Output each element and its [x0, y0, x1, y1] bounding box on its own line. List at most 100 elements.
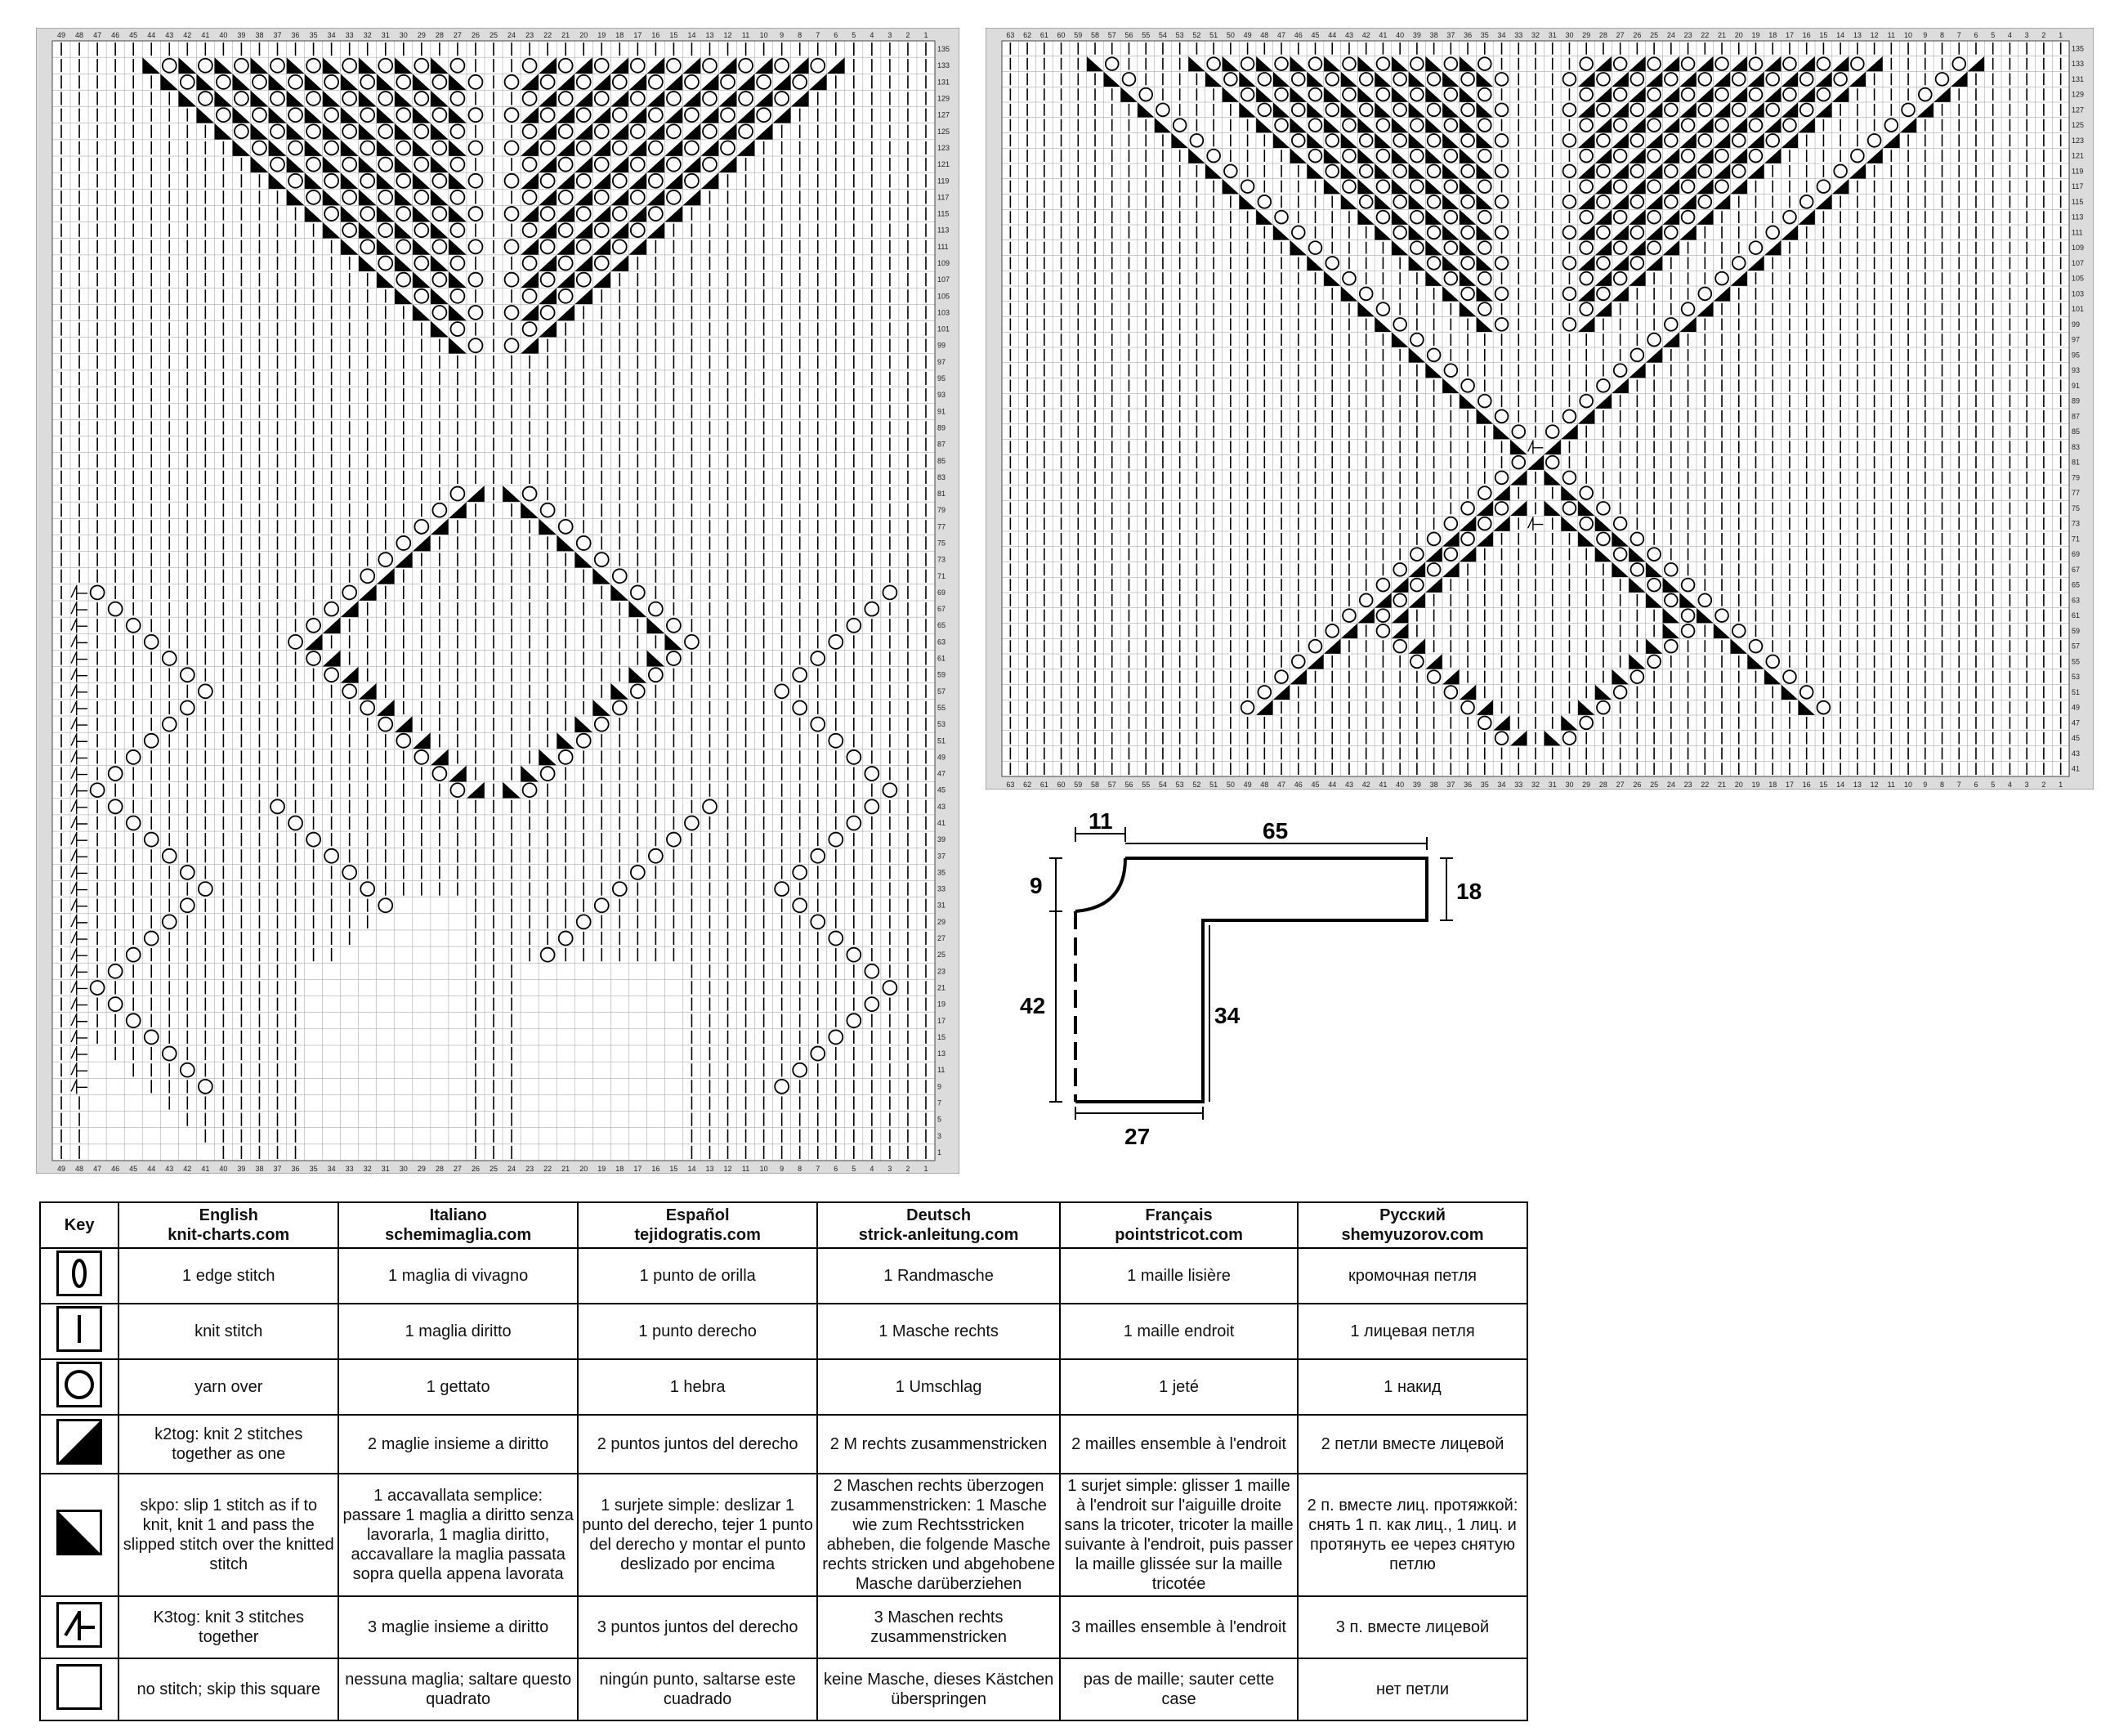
yarn-over	[1410, 118, 1424, 132]
yarn-over	[449, 222, 466, 239]
row-number-label: 65	[937, 621, 946, 629]
col-number-label: 22	[543, 31, 552, 39]
yarn-over	[503, 305, 520, 320]
k2tog	[557, 271, 575, 289]
skpo	[250, 90, 269, 107]
k2tog	[610, 156, 629, 173]
yarn-over	[648, 107, 664, 123]
yarn-over	[1866, 133, 1882, 148]
yarn-over	[342, 123, 358, 140]
yarn-over	[756, 74, 771, 90]
yarn-over	[575, 107, 592, 123]
col-number-label: 31	[1549, 781, 1557, 789]
col-number-label: 13	[705, 31, 713, 39]
yarn-over	[1308, 56, 1323, 71]
yarn-over	[1156, 102, 1170, 118]
yarn-over	[1460, 378, 1475, 393]
yarn-over	[1460, 133, 1475, 148]
yarn-over	[1850, 148, 1865, 163]
yarn-over	[1308, 240, 1323, 255]
yarn-over	[1172, 118, 1187, 132]
skpo	[1459, 117, 1477, 133]
yarn-over	[774, 881, 790, 897]
yarn-over	[629, 91, 646, 106]
row-number-label: 135	[937, 45, 950, 53]
yarn-over	[792, 1062, 808, 1078]
skpo	[539, 749, 557, 766]
col-number-label: 19	[597, 31, 606, 39]
col-number-label: 10	[760, 31, 768, 39]
yarn-over	[1782, 56, 1797, 71]
skpo	[1442, 194, 1460, 210]
yarn-over	[306, 831, 321, 848]
k2tog	[1781, 132, 1799, 149]
col-number-label: 32	[1531, 31, 1540, 39]
row-number-label: 109	[2072, 244, 2084, 252]
col-number-label: 63	[1006, 781, 1014, 789]
row-number-label: 61	[937, 655, 946, 663]
row-number-label: 3	[937, 1132, 941, 1140]
skpo	[1086, 56, 1104, 72]
yarn-over	[539, 74, 556, 90]
yarn-over	[1612, 56, 1628, 71]
k2tog	[592, 106, 611, 123]
row-number-label: 29	[937, 918, 946, 926]
skpo	[610, 682, 629, 700]
yarn-over	[1342, 148, 1357, 163]
yarn-over	[1612, 87, 1628, 102]
yarn-over	[864, 799, 880, 815]
yarn-over	[360, 140, 376, 156]
col-number-label: 36	[292, 1165, 300, 1173]
k2tog	[557, 238, 575, 255]
row-number-label: 99	[2072, 320, 2080, 329]
k3tog	[70, 1013, 88, 1028]
yarn-over	[1223, 163, 1238, 179]
yarn-over	[738, 91, 753, 106]
skpo	[178, 90, 197, 107]
row-number-label: 79	[937, 506, 946, 514]
yarn-over	[1494, 225, 1509, 240]
yarn-over	[1358, 102, 1374, 118]
yarn-over	[666, 156, 682, 172]
k2tog	[736, 106, 755, 123]
yarn-over	[288, 172, 303, 189]
yarn-over	[1748, 148, 1764, 163]
yarn-over	[810, 914, 826, 930]
skpo	[250, 156, 269, 173]
col-number-label: 15	[1819, 781, 1827, 789]
row-number-label: 43	[937, 803, 946, 811]
col-number-label: 21	[561, 31, 570, 39]
yarn-over	[467, 107, 484, 123]
row-number-label: 111	[2072, 228, 2083, 236]
col-number-label: 21	[1718, 781, 1726, 789]
yarn-over	[1731, 163, 1746, 179]
skpo	[1340, 132, 1358, 149]
yarn-over	[684, 107, 700, 123]
yarn-over	[557, 156, 574, 172]
skpo	[1459, 178, 1477, 195]
k2tog	[1798, 117, 1816, 133]
yarn-over	[342, 584, 358, 601]
col-number-label: 57	[1108, 31, 1116, 39]
skpo	[412, 139, 431, 157]
col-number-label: 39	[1413, 31, 1421, 39]
k2tog	[718, 123, 737, 140]
col-number-label: 9	[1923, 31, 1927, 39]
k2tog	[1662, 56, 1680, 72]
col-number-label: 23	[525, 31, 534, 39]
yarn-over	[684, 172, 700, 189]
k2tog	[466, 485, 485, 503]
skpo	[1459, 301, 1477, 317]
yarn-over	[575, 74, 592, 90]
k2tog	[646, 57, 665, 74]
yarn-over	[252, 107, 267, 123]
skpo	[646, 617, 665, 634]
yarn-over	[1410, 179, 1424, 194]
k2tog	[557, 106, 575, 123]
k2tog	[610, 189, 629, 206]
yarn-over	[864, 996, 880, 1012]
yarn-over	[648, 848, 664, 864]
col-number-label: 5	[1991, 781, 1995, 789]
k3tog	[70, 914, 88, 929]
yarn-over	[684, 815, 700, 831]
